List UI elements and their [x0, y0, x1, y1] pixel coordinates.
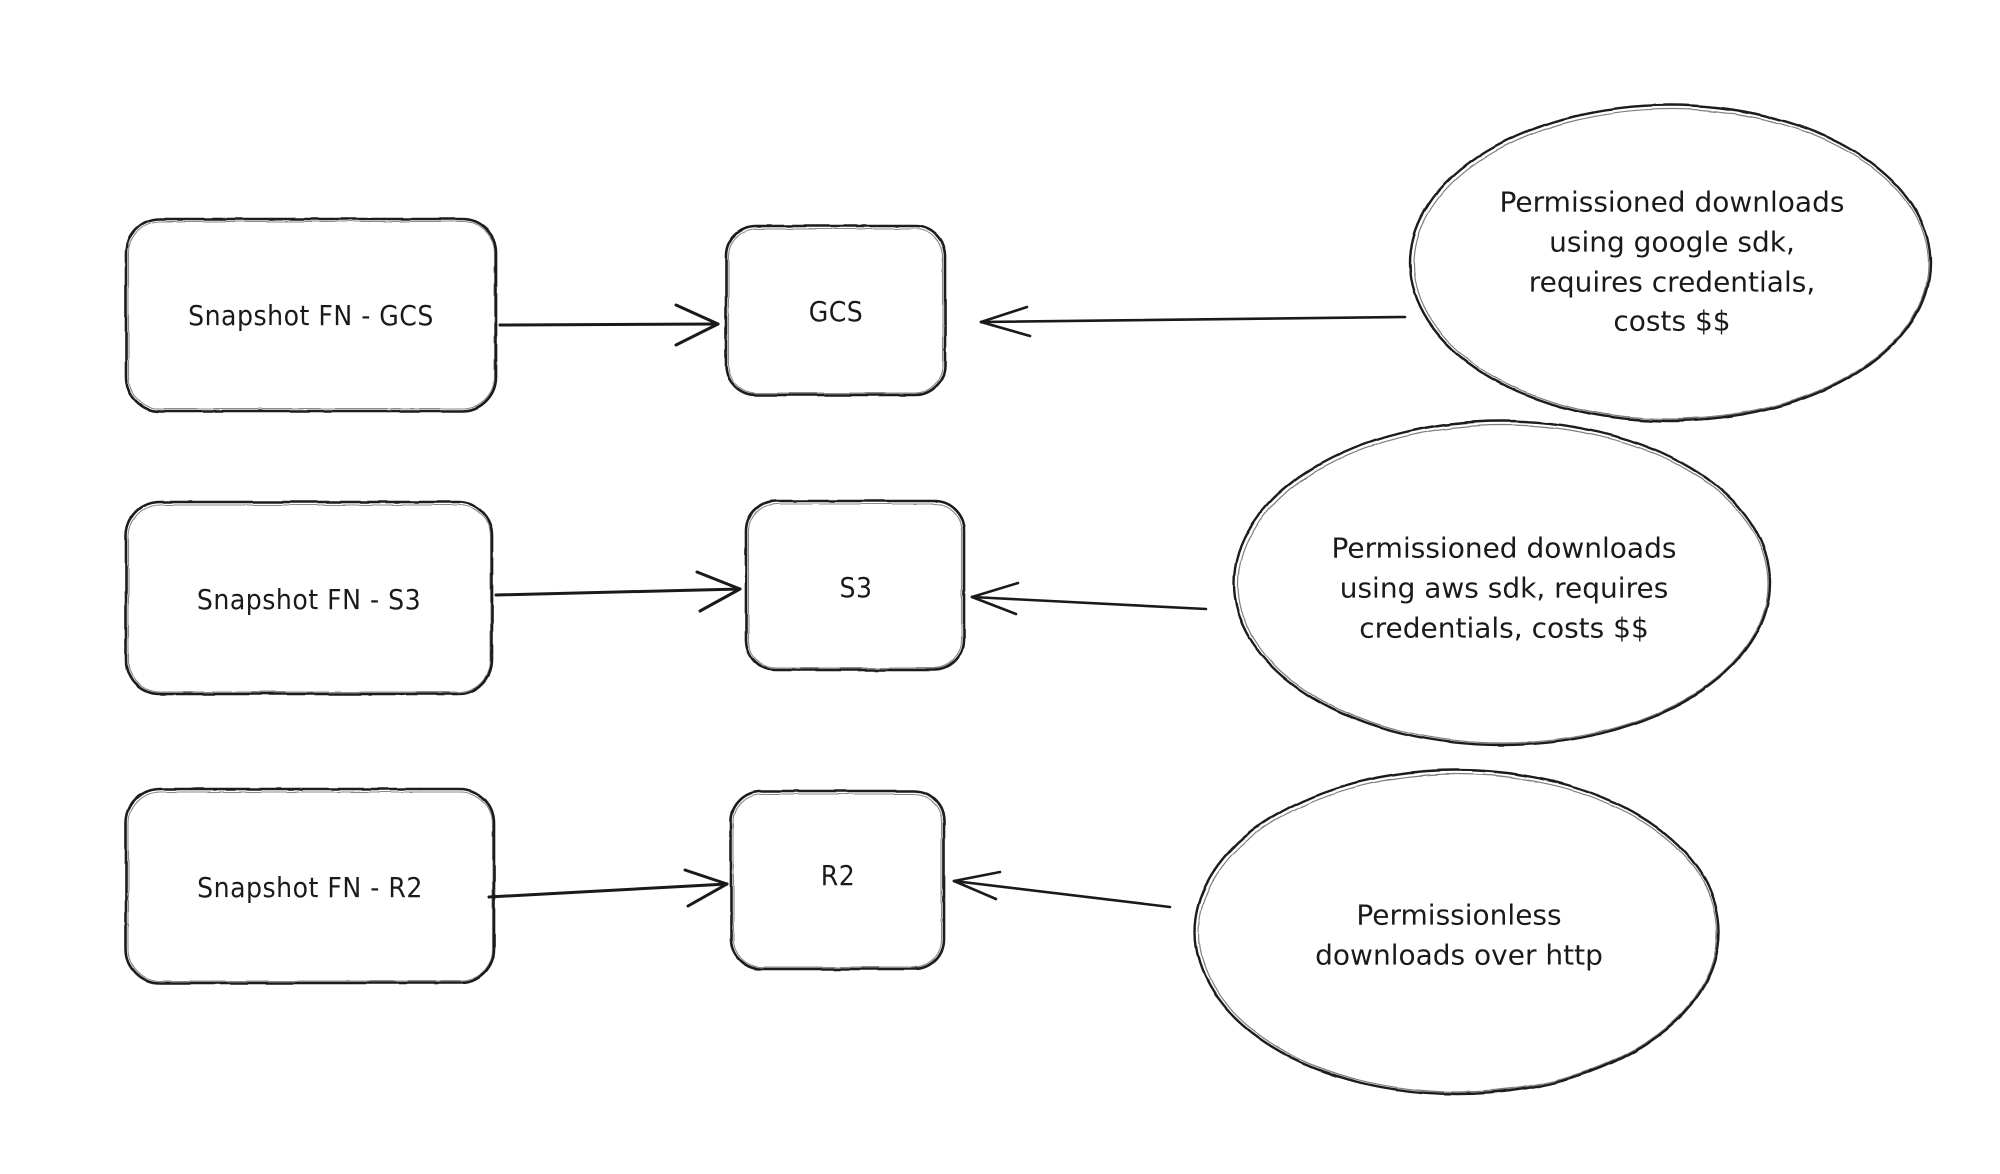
- node-snapshot-fn-gcs: [124, 217, 498, 413]
- note-gcs-ellipse: [1408, 103, 1932, 423]
- node-r2: [729, 789, 946, 971]
- node-snapshot-fn-s3: [124, 500, 494, 696]
- edge-snapshot-gcs-to-gcs: [498, 303, 720, 347]
- edge-note-to-r2: [952, 870, 1172, 909]
- edge-note-to-s3: [970, 581, 1208, 616]
- note-r2-ellipse: [1193, 768, 1721, 1096]
- edge-note-to-gcs: [979, 305, 1407, 338]
- node-snapshot-fn-r2: [124, 787, 496, 985]
- note-s3-ellipse: [1232, 419, 1772, 747]
- edge-snapshot-s3-to-s3: [494, 570, 742, 613]
- edge-snapshot-r2-to-r2: [487, 868, 729, 908]
- node-gcs: [724, 224, 947, 397]
- node-s3: [744, 499, 966, 672]
